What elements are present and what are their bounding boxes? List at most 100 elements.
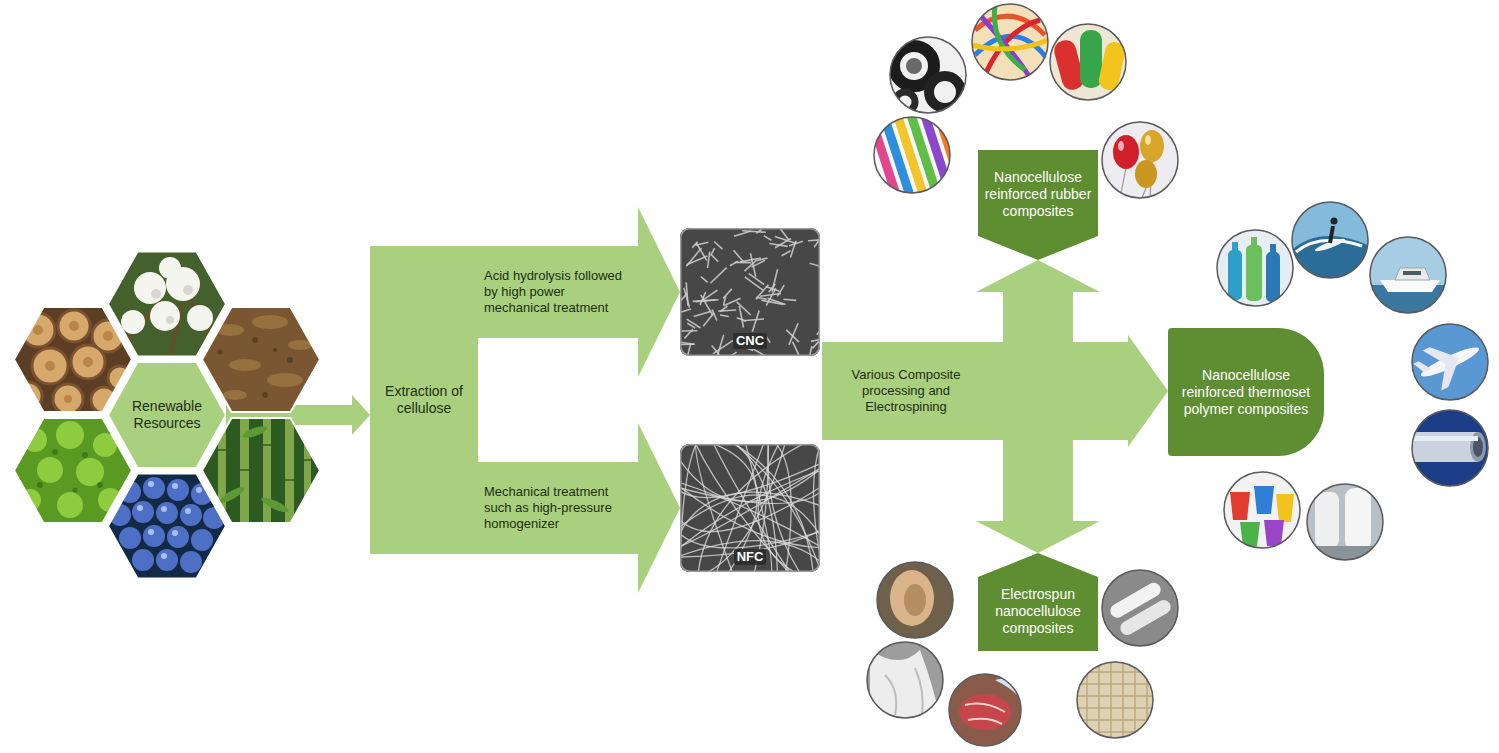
- surfboard-photo-part: [1330, 226, 1333, 243]
- crystal-rod: [682, 330, 698, 332]
- airplane-photo-part-part: [1432, 358, 1468, 391]
- algae-hexagon-part-part: [167, 479, 189, 501]
- mesh-photo-part: [1077, 662, 1153, 738]
- crystal-rod: [680, 343, 694, 345]
- tissue-photo-part: [904, 584, 926, 616]
- log-cores-part: [103, 331, 113, 341]
- output-box: Electrospun nanocellulose composites: [978, 553, 1098, 651]
- crystal-rod: [703, 290, 718, 300]
- flow-arrow: [478, 423, 680, 593]
- node-label: Various Composite processing and Electro…: [834, 367, 978, 415]
- algae-hexagon-part-part: [180, 551, 202, 573]
- airplane-photo-part: [1410, 329, 1488, 397]
- bottles-photo-part: [1217, 230, 1293, 306]
- surfboard-photo-part: [1331, 218, 1338, 225]
- cups-photo-part: [1230, 492, 1250, 520]
- node-label: Nanocellulose reinforced rubber composit…: [984, 169, 1092, 220]
- tubes-photo-part: [866, 94, 967, 212]
- boat-photo-part: [1370, 237, 1446, 313]
- bottles-photo-part: [1228, 250, 1242, 300]
- log-cores-part: [33, 325, 43, 335]
- log-cores-part: [64, 395, 72, 403]
- bamboo-hexagon-part-part: [304, 418, 311, 524]
- output-box: Nanocellulose reinforced rubber composit…: [978, 150, 1098, 260]
- fibril-strand: [716, 444, 814, 572]
- photo-outlines-part: [890, 37, 966, 113]
- algae-hexagon-part-part: [143, 477, 165, 499]
- crystal-rod: [734, 250, 744, 261]
- crystal-rod: [694, 311, 712, 316]
- algae-hexagon-part-part: [161, 506, 167, 512]
- cotton-hexagon-part: [121, 257, 213, 334]
- crystal-rod: [769, 284, 776, 292]
- photo-outlines-part: [1077, 662, 1153, 738]
- crystal-rod: [737, 302, 751, 315]
- crystal-rod: [764, 236, 772, 241]
- node-label: Renewable Resources: [126, 398, 208, 432]
- crystal-rod: [756, 285, 769, 299]
- crystal-rod: [740, 258, 761, 262]
- cotton-hexagon-part: [151, 285, 193, 324]
- moss-hexagon-part-part: [37, 457, 63, 483]
- micrograph-box: NFC: [680, 444, 820, 572]
- algae-hexagon-part-part: [137, 505, 143, 511]
- crystal-rod: [711, 268, 727, 283]
- bottles-photo-part: [1246, 245, 1262, 301]
- log-ends-part: [58, 310, 90, 342]
- hexagon-outlines-part: [108, 474, 226, 579]
- algae-hexagon-part-part: [143, 525, 165, 547]
- micrograph-frame: [681, 445, 820, 572]
- cotton-hexagon-part-part: [150, 301, 180, 331]
- moss-hexagon-part: [14, 418, 132, 524]
- micrograph-frame: [681, 229, 820, 356]
- hexagon-outlines-part: [14, 307, 132, 412]
- crystal-rod: [743, 319, 764, 321]
- bottles-photo-part: [1270, 244, 1276, 254]
- node-label: CNC: [733, 333, 767, 349]
- output-box-shape: [978, 553, 1098, 651]
- moss-hexagon-part-part: [57, 492, 83, 518]
- fibril-strand: [697, 444, 820, 572]
- roll-photo: [1102, 570, 1178, 646]
- soil-hexagon-part-part: [229, 359, 261, 371]
- tanks-photo-part: [1345, 488, 1371, 550]
- pipe-photo-part: [1412, 432, 1478, 462]
- algae-hexagon-part-part: [172, 530, 178, 536]
- crystal-rod: [768, 298, 786, 304]
- crystal-rod: [712, 255, 719, 262]
- pentagon-outline: [978, 553, 1098, 651]
- crystal-rod: [724, 298, 741, 306]
- airplane-photo-part-part: [1413, 358, 1431, 375]
- cotton-hexagon-part: [108, 251, 226, 357]
- resource-hexagon: Renewable Resources: [108, 362, 226, 468]
- roll-photo-part-part: [1118, 597, 1173, 637]
- crystal-rod: [711, 248, 715, 255]
- mesh-photo: [1077, 662, 1153, 738]
- bamboo-hexagon-part: [218, 418, 311, 524]
- balloons-photo-part: [1135, 160, 1157, 188]
- tire-photo-part: [929, 76, 961, 108]
- algae-hexagon-part-part: [148, 481, 154, 487]
- crystal-rod: [695, 242, 708, 245]
- photo-outlines-part: [1412, 324, 1488, 400]
- crystal-rod: [680, 309, 691, 315]
- crystal-rod: [712, 346, 724, 357]
- crystal-rod: [701, 277, 708, 283]
- moss-hexagon-part-part: [52, 449, 58, 455]
- cotton-hexagon-part-part: [151, 289, 161, 299]
- algae-hexagon-part-part: [161, 553, 167, 559]
- bottles-photo-part: [1232, 242, 1238, 252]
- fibril-strand: [680, 520, 820, 548]
- crystal-rod: [680, 341, 695, 344]
- rubber-bands-photo-part: [972, 5, 1048, 78]
- node-label: Electrospun nanocellulose composites: [984, 586, 1092, 637]
- log-cores: [33, 321, 113, 403]
- logs-hexagon: [14, 307, 132, 414]
- hexagon-outlines: [14, 252, 320, 579]
- crystal-rod: [708, 252, 710, 268]
- crystal-rod: [730, 261, 738, 266]
- micrograph-texture: [680, 444, 820, 572]
- soil-hexagon-part: [216, 315, 312, 400]
- meat-photo: [949, 674, 1021, 746]
